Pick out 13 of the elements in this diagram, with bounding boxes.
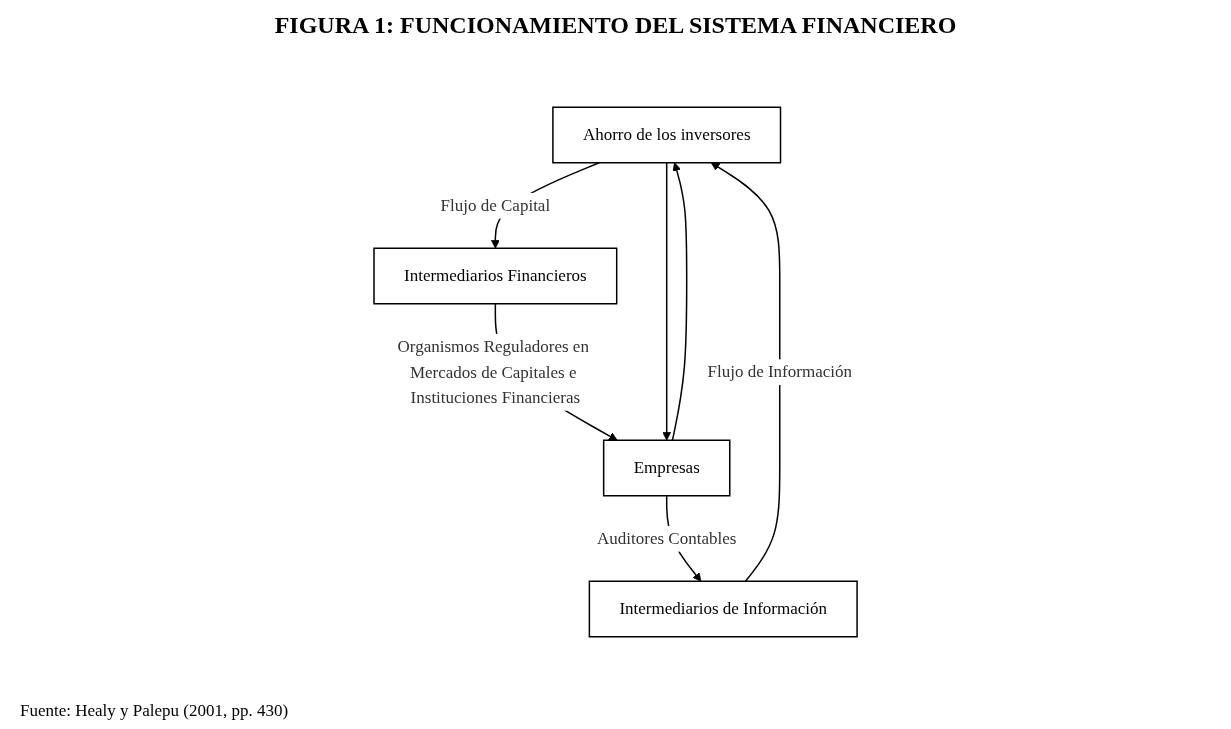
edge-label: Auditores Contables (597, 528, 737, 548)
edge-label: Flujo de Información (707, 362, 852, 382)
node-box: Empresas (602, 439, 731, 497)
arrow (710, 162, 781, 582)
edge-label: Flujo de Capital (440, 195, 551, 215)
title: FIGURA 1: FUNCIONAMIENTO DEL SISTEMA FINANCIERO (273, 12, 958, 39)
node-box: Intermediarios de Información (588, 580, 858, 638)
arrow (662, 162, 672, 441)
node-box: Intermediarios Financieros (373, 247, 618, 305)
edge-label: Organismos Reguladores en Mercados de Capitales e Instituciones Financieras (397, 336, 589, 407)
arrow (671, 162, 688, 441)
caption: Fuente: Healy y Palepu (2001, pp. 430) (20, 701, 290, 721)
node-box: Ahorro de los inversores (552, 106, 782, 164)
